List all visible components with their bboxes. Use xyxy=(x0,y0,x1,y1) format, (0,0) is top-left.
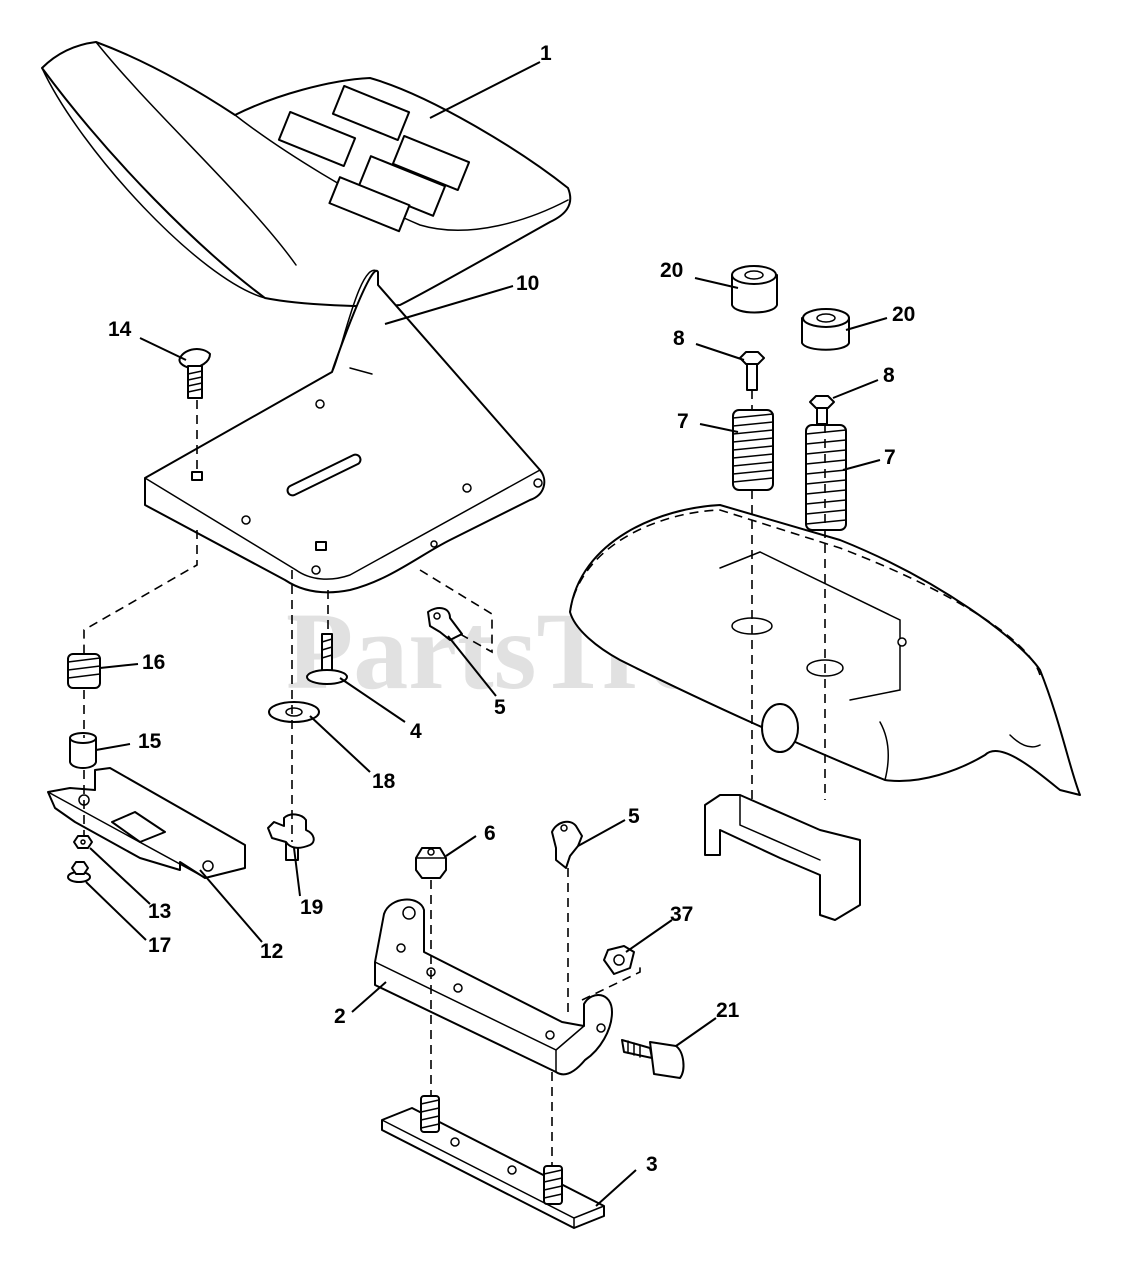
carriage-bolt[interactable] xyxy=(178,348,211,399)
shoulder-bolt[interactable] xyxy=(306,633,348,685)
callout-20-left: 20 xyxy=(660,259,683,282)
callout-16: 16 xyxy=(142,651,165,674)
small-spring[interactable] xyxy=(67,653,101,689)
assembly-guide-lines xyxy=(83,390,826,1166)
seat-pan[interactable] xyxy=(144,269,546,594)
callout-18: 18 xyxy=(372,770,396,793)
callout-numbers: 1 14 10 20 20 8 8 7 7 16 4 5 15 18 6 5 1… xyxy=(108,42,915,1176)
callout-7-right: 7 xyxy=(884,446,896,469)
spring-right[interactable] xyxy=(805,424,847,531)
callout-3: 3 xyxy=(646,1153,658,1176)
callout-5-upper: 5 xyxy=(494,696,506,719)
seat[interactable] xyxy=(41,41,572,308)
spring-left[interactable] xyxy=(732,409,774,491)
hex-nut-6[interactable] xyxy=(415,847,447,879)
flange-nut-17[interactable] xyxy=(67,861,91,883)
callout-19: 19 xyxy=(300,896,323,919)
spacer-left[interactable] xyxy=(731,265,778,314)
callout-7-left: 7 xyxy=(677,410,689,433)
adjustment-knob[interactable] xyxy=(267,813,315,861)
callout-20-right: 20 xyxy=(892,303,915,326)
callout-5-lower: 5 xyxy=(628,805,640,828)
callout-1: 1 xyxy=(540,42,552,65)
shoulder-bolt-21[interactable] xyxy=(621,1039,685,1079)
callout-8-right: 8 xyxy=(883,364,895,387)
callout-6: 6 xyxy=(484,822,496,845)
callout-15: 15 xyxy=(138,730,162,753)
spacer-right[interactable] xyxy=(801,308,850,351)
callout-10: 10 xyxy=(516,272,539,295)
callout-2: 2 xyxy=(334,1005,346,1028)
slide-plate[interactable] xyxy=(47,767,246,879)
nut-13[interactable] xyxy=(73,835,93,849)
callout-21: 21 xyxy=(716,999,740,1022)
callout-14: 14 xyxy=(108,318,132,341)
callout-37: 37 xyxy=(670,903,693,926)
callout-13: 13 xyxy=(148,900,171,923)
bushing[interactable] xyxy=(69,732,97,769)
hex-bolt-right[interactable] xyxy=(809,395,835,425)
clip-upper[interactable] xyxy=(427,607,463,641)
pivot-bracket[interactable] xyxy=(374,898,613,1076)
callout-4: 4 xyxy=(410,720,422,743)
hex-nut-37[interactable] xyxy=(603,945,635,975)
leader-lines xyxy=(85,61,888,1207)
hex-bolt-left[interactable] xyxy=(739,351,765,391)
base-plate[interactable] xyxy=(381,1095,605,1229)
callout-17: 17 xyxy=(148,934,171,957)
washer[interactable] xyxy=(268,701,320,723)
callout-8-left: 8 xyxy=(673,327,685,350)
clip-lower[interactable] xyxy=(551,820,583,869)
callout-12: 12 xyxy=(260,940,283,963)
